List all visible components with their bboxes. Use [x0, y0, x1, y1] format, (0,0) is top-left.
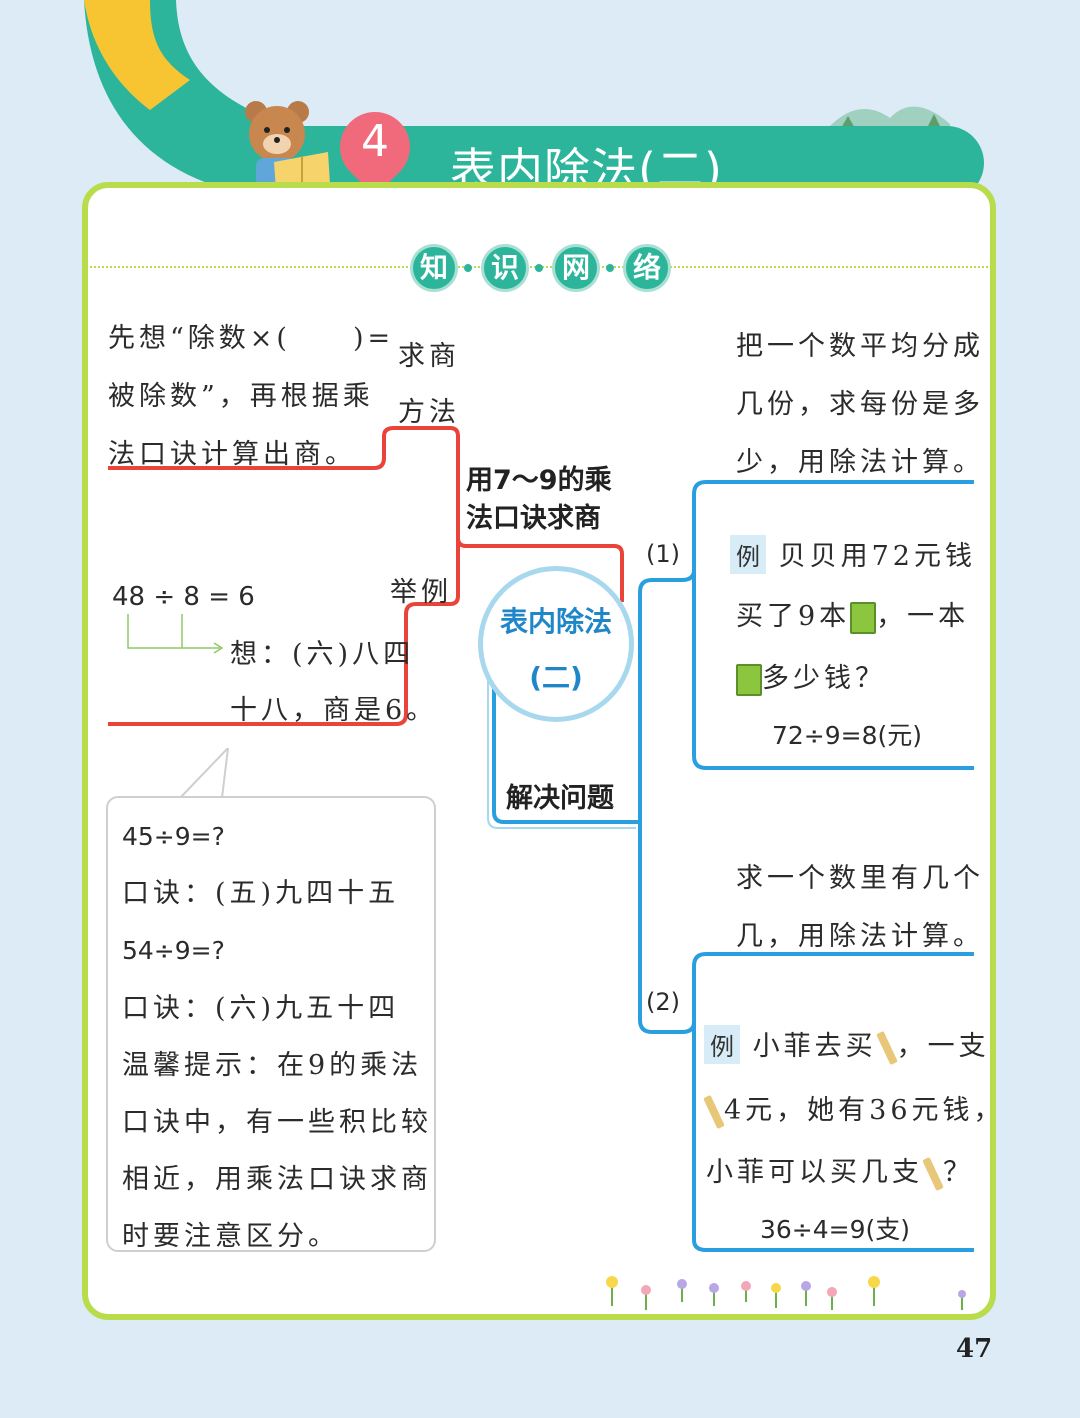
example-text: 4元，她有36元钱，	[724, 1095, 1005, 1126]
example-text: 小菲可以买几支	[706, 1157, 923, 1188]
item2-answer: 36÷4=9(支)	[760, 1210, 910, 1246]
item1-description-line: 几份，求每份是多	[736, 382, 984, 421]
item2-example-line: 4元，她有36元钱，	[704, 1088, 1005, 1129]
item2-example-line: 小菲可以买几支 ？	[706, 1150, 974, 1191]
pencil-icon	[922, 1156, 944, 1190]
tip-line: 54÷9=?	[122, 922, 432, 979]
left-branch-label: 用7～9的乘 法口诀求商	[466, 462, 612, 538]
right-branch-label: 解决问题	[506, 776, 614, 815]
item2-description-line: 求一个数里有几个	[736, 856, 984, 895]
item1-example-line: 例 贝贝用72元钱	[730, 534, 976, 574]
example-badge: 例	[704, 1025, 740, 1064]
center-topic	[478, 566, 634, 722]
example-text-line: 十八，商是6。	[230, 688, 437, 727]
method-text-line: 先想“除数×( )=	[108, 316, 394, 355]
item1-example-line: 买了9本 ，一本	[736, 594, 969, 634]
tip-line: 45÷9=?	[122, 808, 432, 865]
item1-description-line: 把一个数平均分成	[736, 324, 984, 363]
item2-description-line: 几，用除法计算。	[736, 914, 984, 953]
center-topic-line1: 表内除法	[478, 600, 634, 640]
example-text: 买了9本	[736, 601, 850, 632]
method-label: 方法	[398, 390, 460, 429]
method-text-line: 法口诀计算出商。	[108, 432, 356, 471]
tip-line: 口诀：(五)九四十五	[122, 865, 432, 922]
tip-line: 口诀中，有一些积比较	[122, 1094, 432, 1151]
item-number: (2)	[646, 988, 680, 1016]
item2-example-line: 例 小菲去买 ，一支	[704, 1024, 990, 1065]
item1-answer: 72÷9=8(元)	[772, 716, 922, 752]
pencil-icon	[703, 1094, 725, 1128]
tip-line: 相近，用乘法口诀求商	[122, 1151, 432, 1208]
method-label: 求商	[398, 334, 460, 373]
notebook-icon	[850, 602, 876, 634]
method-text-line: 被除数”，再根据乘	[108, 374, 374, 413]
example-text: ？	[943, 1157, 974, 1188]
example-equation: 48 ÷ 8 = 6	[112, 582, 255, 612]
tip-line: 口诀：(六)九五十四	[122, 980, 432, 1037]
example-text-line: 想：(六)八四	[230, 632, 414, 671]
example-text: 贝贝用72元钱	[779, 541, 976, 572]
item-number: (1)	[646, 540, 680, 568]
pencil-icon	[876, 1030, 898, 1064]
example-text: 多少钱？	[762, 663, 886, 694]
example-text: ，一支	[897, 1031, 990, 1062]
left-branch-label-line: 用7～9的乘	[466, 462, 612, 500]
notebook-icon	[736, 664, 762, 696]
example-text: 小菲去买	[753, 1031, 877, 1062]
item1-example-line: 多少钱？	[736, 656, 886, 696]
left-branch-label-line: 法口诀求商	[466, 500, 612, 538]
example-badge: 例	[730, 535, 766, 574]
tip-line: 时要注意区分。	[122, 1208, 432, 1265]
tip-line: 温馨提示：在9的乘法	[122, 1037, 432, 1094]
item1-description-line: 少，用除法计算。	[736, 440, 984, 479]
center-topic-line2: (二)	[478, 656, 634, 696]
example-text: ，一本	[876, 601, 969, 632]
flowers-decoration	[596, 1266, 976, 1316]
example-label: 举例	[390, 570, 452, 609]
bubble-pointer	[170, 748, 240, 800]
tip-box-content: 45÷9=? 口诀：(五)九四十五 54÷9=? 口诀：(六)九五十四 温馨提示…	[122, 808, 432, 1266]
page-number: 47	[956, 1334, 992, 1364]
